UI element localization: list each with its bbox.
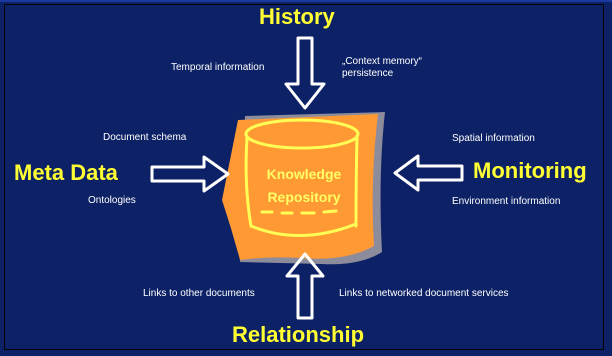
slide-frame xyxy=(4,4,604,350)
label-document-schema: Document schema xyxy=(103,132,187,143)
label-context-memory: „Context memory“ xyxy=(342,56,423,67)
label-temporal-information: Temporal information xyxy=(171,62,265,73)
label-persistence: persistence xyxy=(342,68,394,79)
paper-sheet xyxy=(222,114,378,260)
repository-cylinder-sketch xyxy=(244,118,360,238)
center-label-repository: Repository xyxy=(267,189,341,205)
heading-relationship: Relationship xyxy=(232,322,365,347)
label-environment-information: Environment information xyxy=(452,196,561,207)
label-spatial-information: Spatial information xyxy=(452,133,535,144)
arrow-bottom xyxy=(285,252,325,320)
arrow-top xyxy=(284,36,326,110)
heading-monitoring: Monitoring xyxy=(473,158,587,183)
heading-history: History xyxy=(259,4,335,29)
label-links-to-networked-services: Links to networked document services xyxy=(339,288,509,299)
heading-meta-data: Meta Data xyxy=(14,160,118,185)
arrow-right xyxy=(393,154,464,192)
label-links-to-other-documents: Links to other documents xyxy=(143,288,255,299)
label-ontologies: Ontologies xyxy=(88,195,136,206)
center-label-knowledge: Knowledge xyxy=(266,166,342,182)
top-border-line xyxy=(0,0,612,2)
arrow-left xyxy=(150,155,230,193)
